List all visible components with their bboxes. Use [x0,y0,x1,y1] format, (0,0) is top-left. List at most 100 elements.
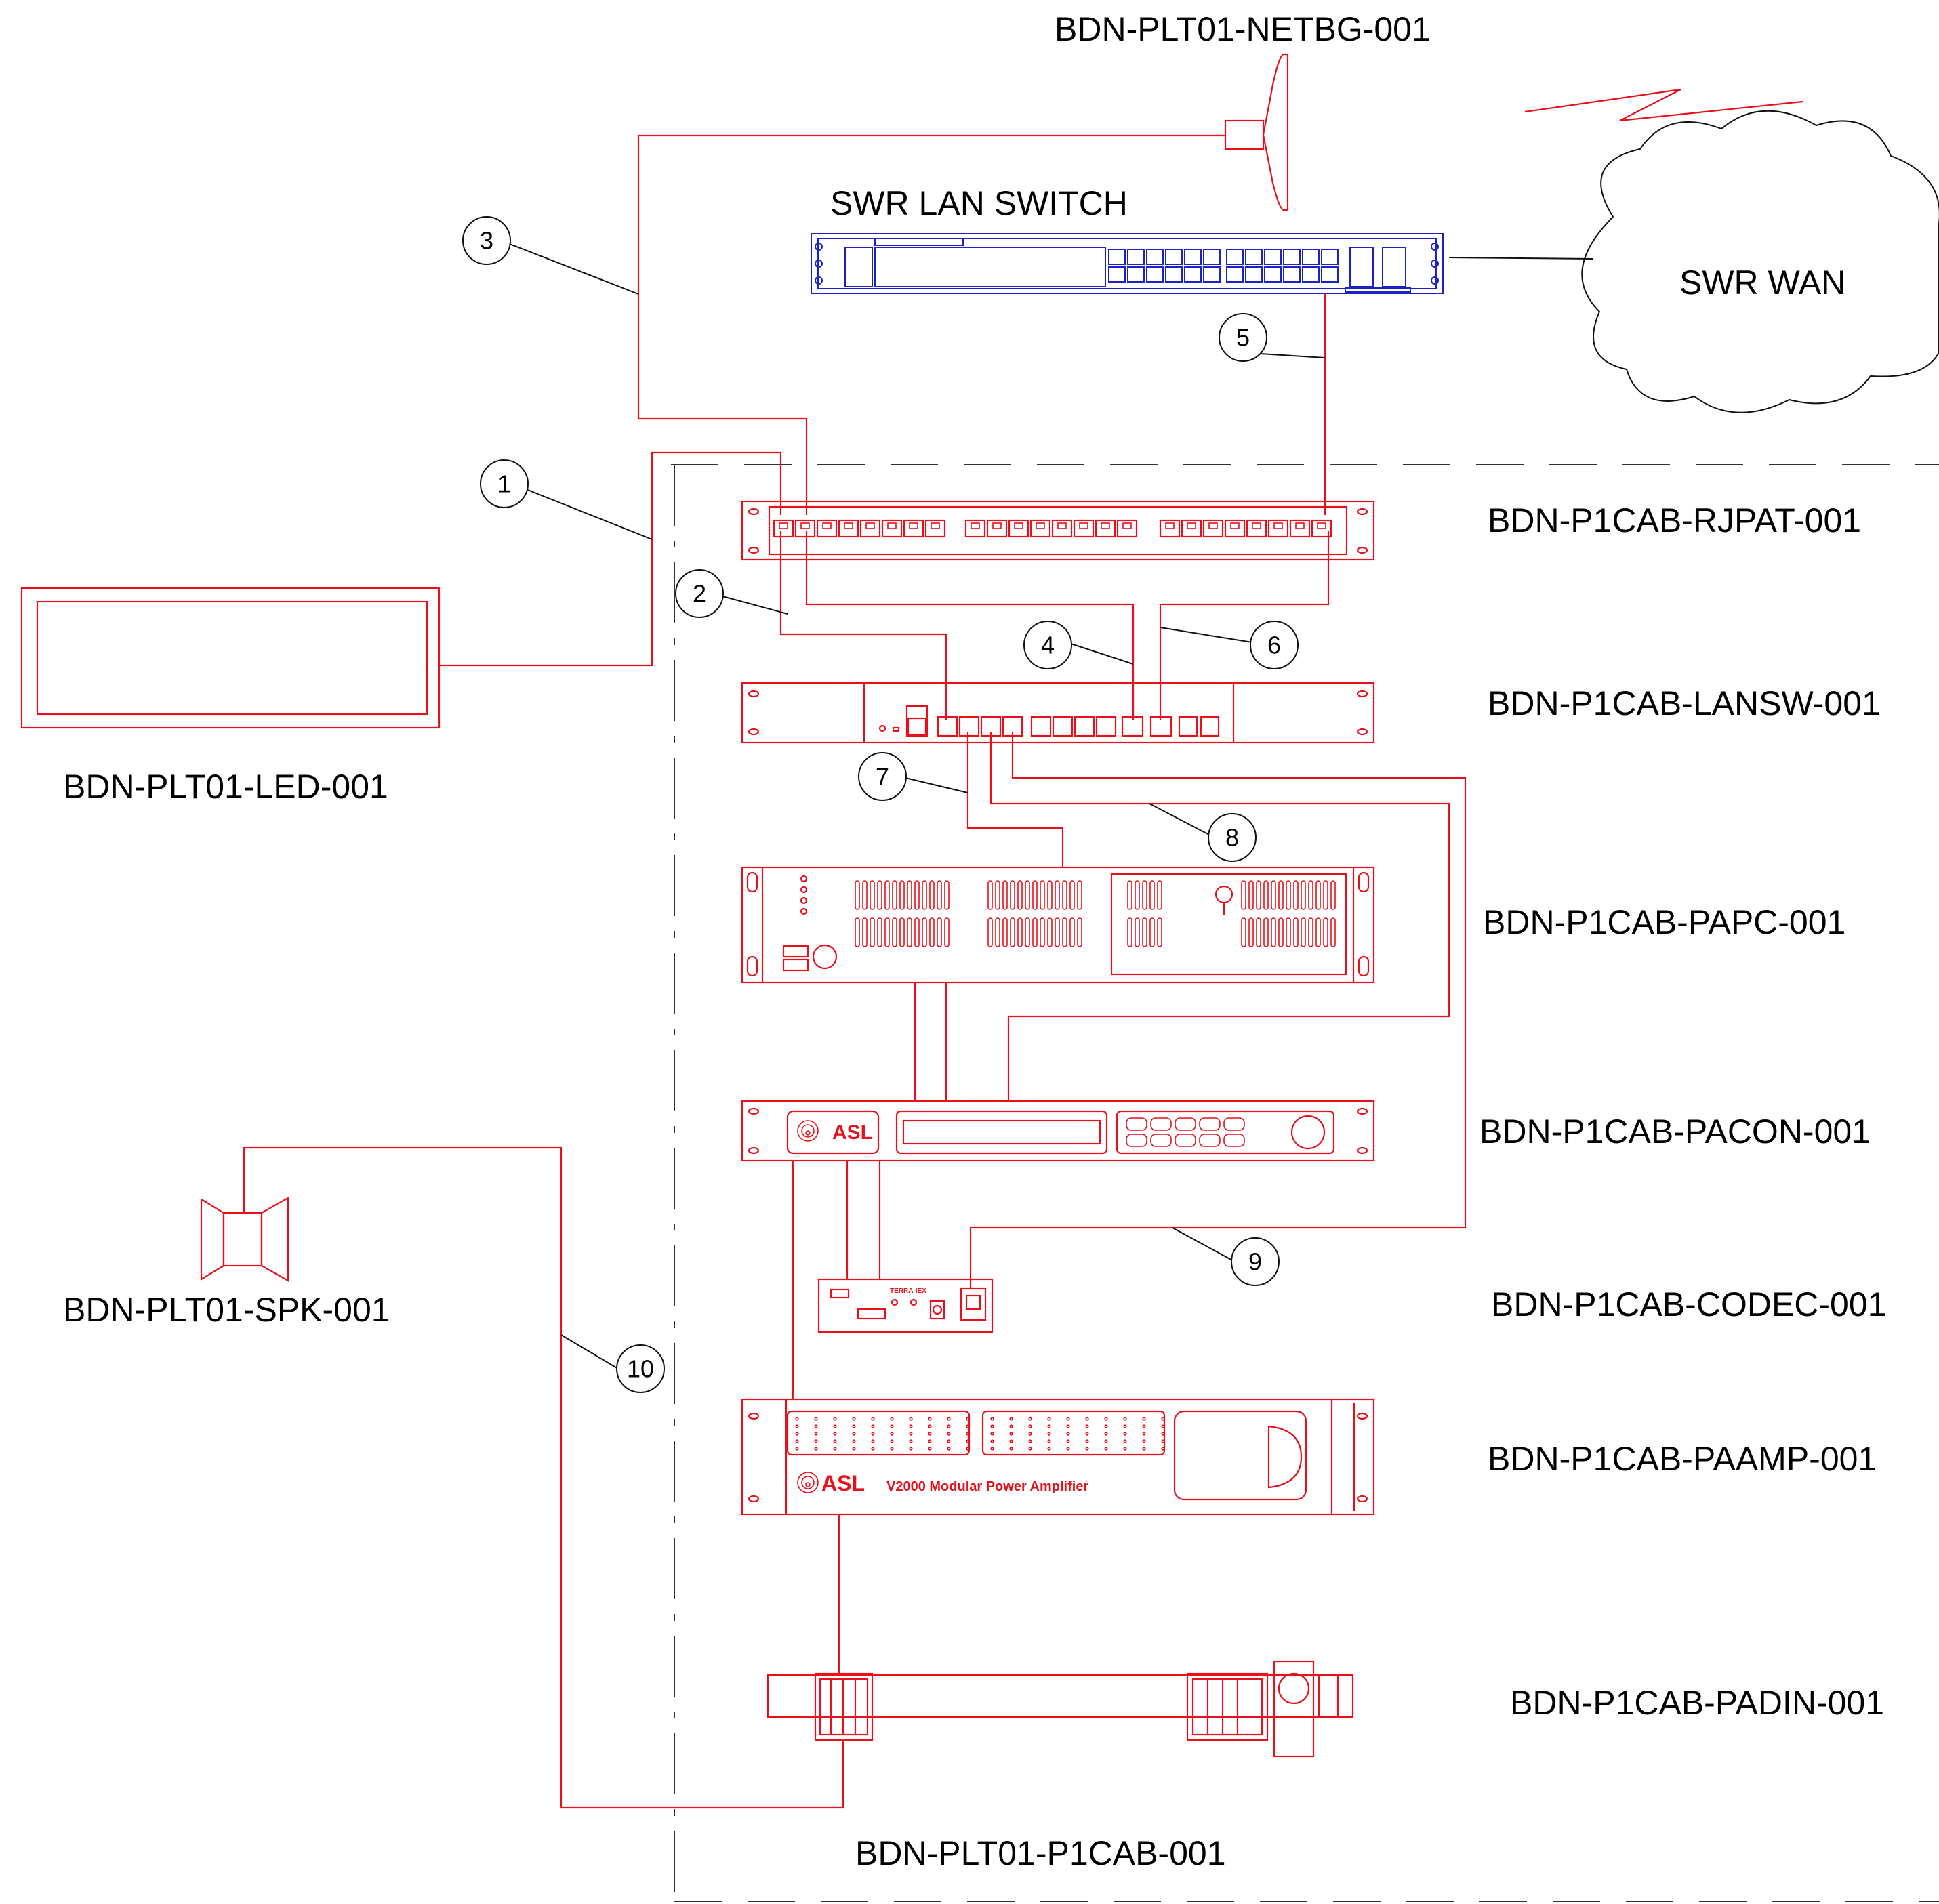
rj45-port-icon [1116,519,1138,538]
paamp-label: BDN-P1CAB-PAAMP-001 [1488,1440,1877,1478]
network-port-icon [1108,266,1126,283]
indicator-dot [1142,1447,1146,1451]
rj45-port-icon [964,519,986,538]
indicator-dot [1009,1439,1013,1443]
vent-slot [884,880,890,910]
vent-slot [1032,880,1038,910]
console-key [1126,1134,1147,1147]
vent-slot [1142,917,1147,947]
cabinet-boundary [671,464,1939,1904]
vent-slot [1010,880,1015,910]
indicator-dot [852,1447,856,1451]
vent-slot [1323,917,1328,947]
rj45-port-icon [1122,522,1132,529]
indicator-dot [1066,1447,1070,1451]
vent-slot [987,880,993,910]
network-port-icon [1184,266,1202,283]
rj45-port-icon [1052,716,1074,737]
rj45-port-icon [1165,522,1175,529]
vent-slot [995,880,1000,910]
indicator-dot [871,1439,875,1443]
indicator-dot [871,1447,875,1451]
rj45-port-icon [859,519,881,538]
papc-label: BDN-P1CAB-PAPC-001 [1483,903,1845,941]
indicator-dot [795,1424,799,1428]
indicator-dot [1104,1417,1108,1421]
paamp-brand: ASL [821,1471,865,1495]
indicator-dot [890,1424,894,1428]
vent-slot [1025,880,1030,910]
vent-slot [1047,917,1053,947]
wireless-link-icon [1524,88,1803,122]
vent-slot [1241,880,1246,910]
vent-slot [944,880,950,910]
indicator-dot [1028,1439,1032,1443]
indicator-dot [909,1424,913,1428]
rj45-port-icon [1187,522,1196,529]
indicator-dot [1104,1424,1108,1428]
vent-slot [907,917,912,947]
netbg-label: BDN-PLT01-NETBG-001 [1055,10,1431,48]
rj45-port-icon [1030,716,1052,737]
vent-slot [929,917,935,947]
cable-number: 1 [497,470,511,498]
vent-slot [870,917,875,947]
leader-lines [509,243,1593,1369]
indicator-dot [928,1417,932,1421]
cable-number: 8 [1225,824,1239,852]
din-rail-terminals [767,1660,1354,1758]
indicator-dot [947,1439,951,1443]
cable-number: 4 [1041,632,1055,659]
indicator-dot [1161,1417,1165,1421]
rjpat-label: BDN-P1CAB-RJPAT-001 [1488,501,1861,539]
network-port-icon [1127,249,1145,265]
vent-slot [855,880,860,910]
cable-number: 3 [480,227,493,255]
network-port-icon [1245,249,1263,265]
rj45-port-icon [1273,522,1283,529]
indicator-dot [990,1432,994,1436]
pacon-brand: ASL [832,1121,873,1144]
console-key [1199,1134,1221,1147]
rj45-port-icon [909,522,918,529]
lansw-label: BDN-P1CAB-LANSW-001 [1488,684,1881,722]
cable-bubble-8: 8 [1208,813,1257,862]
indicator-dot [795,1447,799,1451]
vent-slot [1256,917,1261,947]
vent-slot [877,917,882,947]
vent-slot [1135,917,1140,947]
indicator-dot [1142,1439,1146,1443]
wan-cloud-icon [1581,110,1939,413]
vent-slot [1301,880,1306,910]
vent-slot [1149,880,1155,910]
cable-number: 7 [876,763,889,791]
cable-routes [243,134,1467,1809]
vent-slot [1157,917,1162,947]
vent-slot [1263,880,1269,910]
indicator-dot [928,1432,932,1436]
indicator-dot [909,1432,913,1436]
vent-slot [1040,880,1045,910]
rj45-port-icon [1202,519,1224,538]
vent-slot [1271,917,1276,947]
vent-slot [1127,880,1132,910]
wan-label: SWR WAN [1679,264,1845,302]
vent-slot [1248,880,1254,910]
cable-number: 2 [693,580,706,608]
rj45-port-icon [1036,522,1045,529]
indicator-dot [1085,1424,1089,1428]
network-port-icon [1302,266,1320,283]
indicator-dot [833,1447,837,1451]
network-port-icon [1245,266,1263,283]
vent-slot [1315,880,1321,910]
rj45-port-icon [1295,522,1305,529]
rj45-port-icon [865,522,875,529]
power-amplifier: ASL V2000 Modular Power Amplifier [741,1398,1375,1516]
rj45-port-icon [1101,522,1110,529]
rj45-port-icon [958,716,980,737]
antenna-dish-icon [1224,53,1289,211]
indicator-dot [966,1417,970,1421]
vent-slot [1286,917,1291,947]
vent-slot [899,917,905,947]
